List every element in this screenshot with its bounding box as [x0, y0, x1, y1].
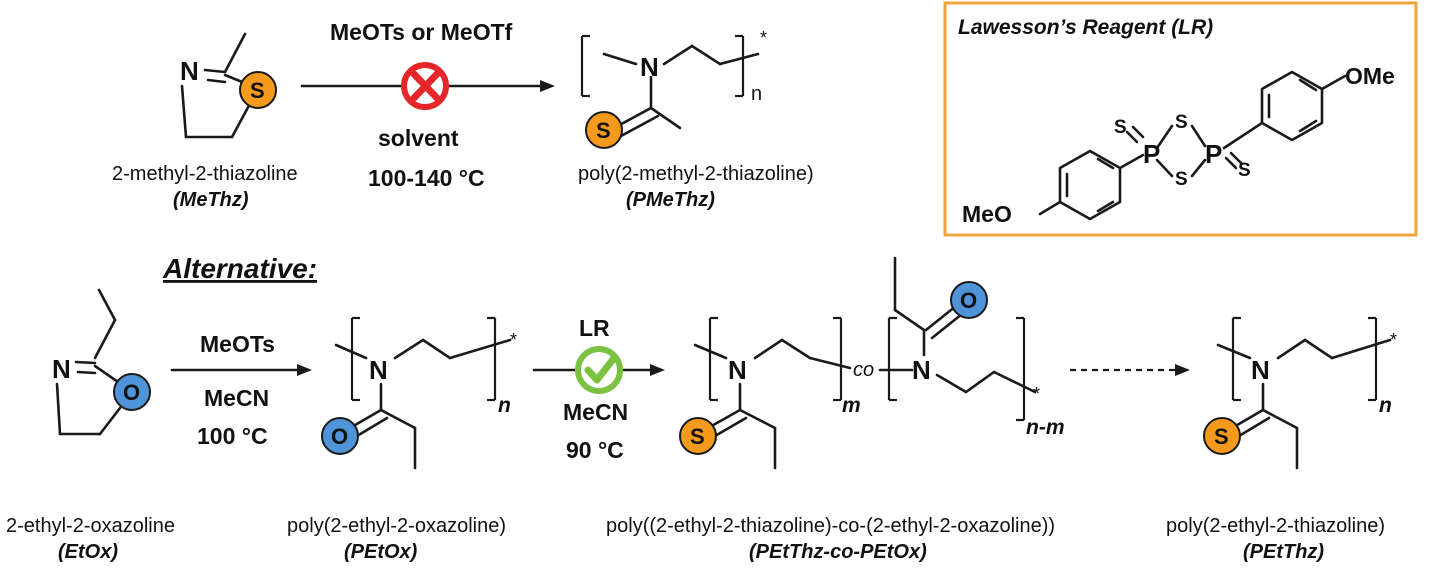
pmethz-end-star: *	[760, 28, 767, 48]
copolymer-name: poly((2-ethyl-2-thiazoline)-co-(2-ethyl-…	[606, 515, 1055, 537]
methoxy-right-label: OMe	[1345, 63, 1395, 89]
lr-atom-p2: P	[1205, 139, 1222, 169]
sulfur-ball-icon	[1203, 417, 1241, 455]
pmethz-atom-s: S	[596, 118, 611, 143]
methz-monomer-structure: N S	[180, 32, 277, 139]
oxygen-ball-icon	[950, 281, 988, 319]
copolymer-subscript-nm: n-m	[1026, 416, 1065, 439]
top-temperature-label: 100-140 °C	[368, 165, 485, 191]
petthz-atom-s: S	[1214, 424, 1229, 449]
pmethz-atom-n: N	[640, 52, 659, 82]
sulfur-ball-icon	[679, 417, 717, 455]
step2-temperature-label: 90 °C	[566, 437, 624, 463]
petox-polymer-structure: N O * n	[321, 316, 517, 470]
methz-abbr: (MeThz)	[173, 189, 249, 211]
lr-atom-s4: S	[1238, 160, 1251, 181]
lr-atom-s3: S	[1175, 169, 1188, 190]
petthz-polymer-structure: N S * n	[1203, 316, 1397, 470]
copolymer-atom-n2: N	[912, 355, 931, 385]
petthz-abbr: (PEtThz)	[1243, 541, 1324, 563]
copolymer-atom-o: O	[960, 288, 977, 313]
methz-name: 2-methyl-2-thiazoline	[112, 163, 298, 185]
step1-temperature-label: 100 °C	[197, 423, 268, 449]
lr-atom-p1: P	[1143, 139, 1160, 169]
petox-atom-n: N	[369, 355, 388, 385]
etox-monomer-structure: N O	[52, 288, 151, 436]
copolymer-structure: N S m co O N * n-m	[679, 256, 1065, 470]
methoxy-left-label: MeO	[962, 201, 1012, 227]
petox-subscript: n	[498, 394, 511, 417]
copolymer-atom-s: S	[690, 424, 705, 449]
oxygen-ball-icon	[113, 373, 151, 411]
sulfur-ball-icon	[239, 71, 277, 109]
lr-atom-s2: S	[1175, 112, 1188, 133]
pmethz-name: poly(2-methyl-2-thiazoline)	[578, 163, 814, 185]
etox-abbr: (EtOx)	[58, 541, 118, 563]
pmethz-subscript: n	[751, 83, 762, 105]
dashed-reaction-arrow	[1070, 364, 1190, 376]
step2-reagent-label: LR	[579, 315, 610, 341]
top-solvent-label: solvent	[378, 125, 459, 151]
step1-initiator-label: MeOTs	[200, 331, 275, 357]
petthz-name: poly(2-ethyl-2-thiazoline)	[1166, 515, 1385, 537]
lawesson-title: Lawesson’s Reagent (LR)	[958, 16, 1213, 39]
petox-abbr: (PEtOx)	[344, 541, 418, 563]
petox-atom-o: O	[331, 424, 348, 449]
step1-solvent-label: MeCN	[204, 385, 269, 411]
success-check-icon	[575, 346, 623, 394]
petthz-subscript: n	[1379, 394, 1392, 417]
top-initiator-label: MeOTs or MeOTf	[330, 19, 513, 45]
etox-atom-n: N	[52, 354, 71, 384]
copolymer-co-label: co	[853, 359, 874, 381]
copolymer-subscript-m: m	[842, 394, 861, 417]
atom-s: S	[250, 78, 265, 103]
petox-end-star: *	[510, 330, 517, 350]
pmethz-polymer-structure: N S * n	[580, 28, 767, 149]
copolymer-end-star: *	[1033, 384, 1040, 404]
petthz-end-star: *	[1390, 330, 1397, 350]
atom-n: N	[180, 56, 199, 86]
step2-solvent-label: MeCN	[563, 399, 628, 425]
failed-cross-icon	[401, 62, 449, 110]
etox-name: 2-ethyl-2-oxazoline	[6, 515, 175, 537]
oxygen-ball-icon	[321, 417, 359, 455]
petthz-atom-n: N	[1251, 355, 1270, 385]
pmethz-abbr: (PMeThz)	[626, 189, 715, 211]
copolymer-abbr: (PEtThz-co-PEtOx)	[749, 541, 927, 563]
petox-name: poly(2-ethyl-2-oxazoline)	[287, 515, 506, 537]
copolymer-atom-n1: N	[728, 355, 747, 385]
lawesson-reagent-box: Lawesson’s Reagent (LR) OMe MeO S P S S …	[943, 1, 1418, 237]
lr-atom-s1: S	[1114, 117, 1127, 138]
etox-atom-o: O	[123, 380, 140, 405]
step1-reaction-arrow	[170, 364, 312, 376]
sulfur-ball-icon	[585, 111, 623, 149]
alternative-heading: Alternative:	[162, 253, 317, 284]
